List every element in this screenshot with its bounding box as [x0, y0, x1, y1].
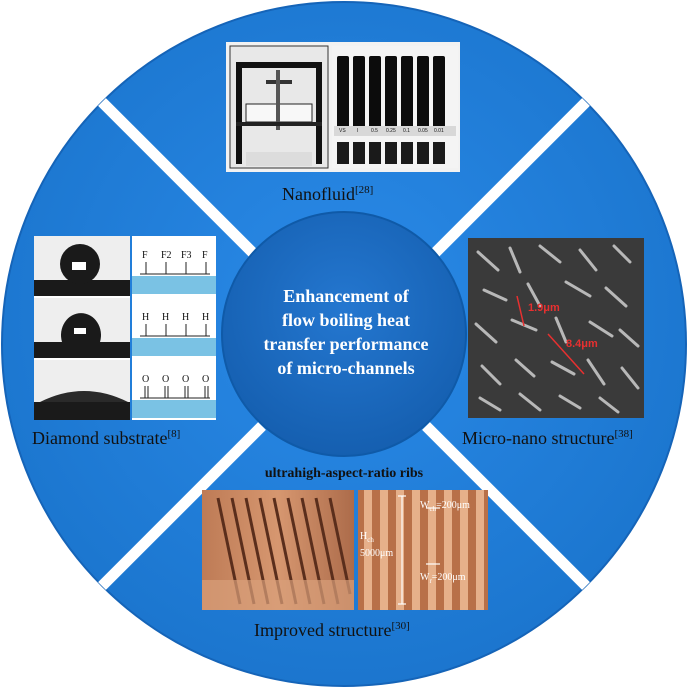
dim-wch-symbol: W — [420, 500, 430, 511]
nanofluid-image — [226, 42, 460, 172]
atom: H — [142, 312, 150, 323]
dim-h-symbol: H — [360, 531, 368, 542]
dim-wr-value: =200μm — [431, 572, 466, 583]
atom: F — [202, 250, 208, 261]
dim-wch: Wch=200μm — [420, 500, 470, 513]
annotation-8-4um: 8.4μm — [566, 338, 598, 350]
vial-labels: VS I 0.5 0.25 0.1 0.05 0.01 — [337, 128, 461, 136]
diamond-substrate-label-text: Diamond substrate — [32, 428, 168, 448]
dim-h-sub: ch — [367, 536, 374, 544]
center-title: Enhancement of flow boiling heat transfe… — [226, 284, 466, 380]
center-line-4: of micro-channels — [277, 358, 415, 378]
vial-label: 0.25 — [386, 128, 396, 134]
dim-wr-sub: r — [429, 577, 432, 585]
improved-structure-label: Improved structure[30] — [254, 620, 410, 641]
diamond-substrate-ref: [8] — [167, 428, 181, 440]
atom: O — [202, 374, 210, 385]
vial-label: 0.5 — [371, 128, 378, 134]
nanofluid-label: Nanofluid[28] — [282, 184, 373, 205]
vial-label: I — [357, 128, 359, 134]
ribs-diagram — [358, 490, 488, 610]
micro-nano-image — [468, 238, 644, 418]
annotation-1-9um: 1.9μm — [528, 302, 560, 314]
center-circle — [221, 211, 467, 457]
micro-nano-ref: [38] — [614, 428, 633, 440]
center-line-1: Enhancement of — [283, 286, 409, 306]
atom: H — [182, 312, 190, 323]
center-line-3: transfer performance — [263, 334, 429, 354]
ribs-title: ultrahigh-aspect-ratio ribs — [264, 466, 424, 481]
atom: F — [142, 250, 148, 261]
atom: H — [162, 312, 170, 323]
improved-structure-label-text: Improved structure — [254, 620, 392, 640]
micro-nano-label: Micro-nano structure[38] — [462, 428, 633, 449]
ribs-photo — [202, 490, 354, 610]
vial-label: 0.01 — [434, 128, 444, 134]
segment-dividers — [98, 98, 590, 590]
diamond-substrate-label: Diamond substrate[8] — [32, 428, 180, 449]
atom: F2 — [161, 250, 172, 261]
dim-h-value: 5000μm — [360, 548, 394, 559]
center-line-2: flow boiling heat — [281, 310, 410, 330]
vial-label: 0.05 — [418, 128, 428, 134]
diamond-substrate-image — [34, 236, 216, 420]
micro-nano-label-text: Micro-nano structure — [462, 428, 615, 448]
dim-h: Hch 5000μm — [360, 530, 393, 560]
dim-wr: Wr=200μm — [420, 572, 466, 585]
nanofluid-ref: [28] — [354, 184, 374, 196]
improved-structure-ref: [30] — [391, 620, 410, 632]
dim-wch-sub: ch — [429, 505, 437, 513]
dim-wch-value: =200μm — [436, 500, 470, 511]
atom: H — [202, 312, 210, 323]
atom: O — [182, 374, 190, 385]
nanofluid-label-text: Nanofluid — [282, 184, 355, 204]
atom: O — [162, 374, 170, 385]
vial-label: VS — [339, 128, 346, 134]
vial-label: 0.1 — [403, 128, 410, 134]
atom: O — [142, 374, 150, 385]
dim-wr-symbol: W — [420, 572, 430, 583]
atom: F3 — [181, 250, 192, 261]
